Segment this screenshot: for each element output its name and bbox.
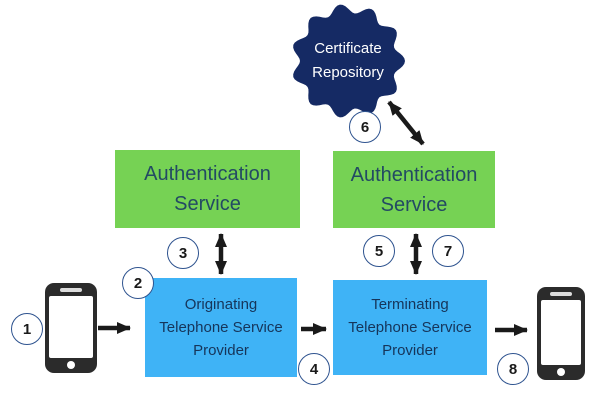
arrow-certificate-repository [387,100,425,146]
phone-screen [49,296,93,358]
originating-tsp-line2: Telephone Service [159,319,283,336]
authentication-service-originating-node: Authentication Service [115,150,300,228]
certificate-repository-label-line2: Repository [312,64,384,81]
originating-tsp-line3: Provider [193,342,249,359]
auth-service-right-line2: Service [380,193,448,216]
authentication-service-terminating-node: Authentication Service [333,151,495,228]
smartphone-icon [45,283,97,373]
phone-speaker [550,292,572,296]
step-4-number: 4 [309,360,319,378]
step-2-number: 2 [133,274,143,292]
step-7-number: 7 [443,242,453,260]
terminating-tsp-line2: Telephone Service [348,319,472,336]
originating-telephone-service-provider-node: Originating Telephone Service Provider [145,278,297,377]
auth-service-left-line2: Service [174,193,241,215]
auth-service-left-line1: Authentication [144,163,271,185]
step-1-badge: 1 [11,313,43,345]
step-1-number: 1 [22,320,32,338]
terminating-tsp-line3: Provider [382,342,438,359]
phone-home-button [557,368,565,376]
step-8-number: 8 [508,360,518,378]
step-6-number: 6 [360,118,370,136]
step-3-badge: 3 [167,237,199,269]
phone-screen [541,300,581,365]
terminating-tsp-line1: Terminating [371,296,449,313]
step-5-badge: 5 [363,235,395,267]
step-7-badge: 7 [432,235,464,267]
step-2-badge: 2 [122,267,154,299]
phone-home-button [67,361,75,369]
step-3-number: 3 [178,244,188,262]
step-8-badge: 8 [497,353,529,385]
smartphone-icon [537,287,585,380]
certificate-repository-node: Certificate Repository [291,4,405,118]
auth-service-right-line1: Authentication [350,163,478,186]
step-5-number: 5 [374,242,384,260]
certificate-repository-label-line1: Certificate [314,40,382,57]
terminating-telephone-service-provider-node: Terminating Telephone Service Provider [333,280,487,375]
step-4-badge: 4 [298,353,330,385]
step-6-badge: 6 [349,111,381,143]
seal-badge-icon [293,4,405,118]
phone-speaker [60,288,82,292]
originating-tsp-line1: Originating [184,296,258,313]
